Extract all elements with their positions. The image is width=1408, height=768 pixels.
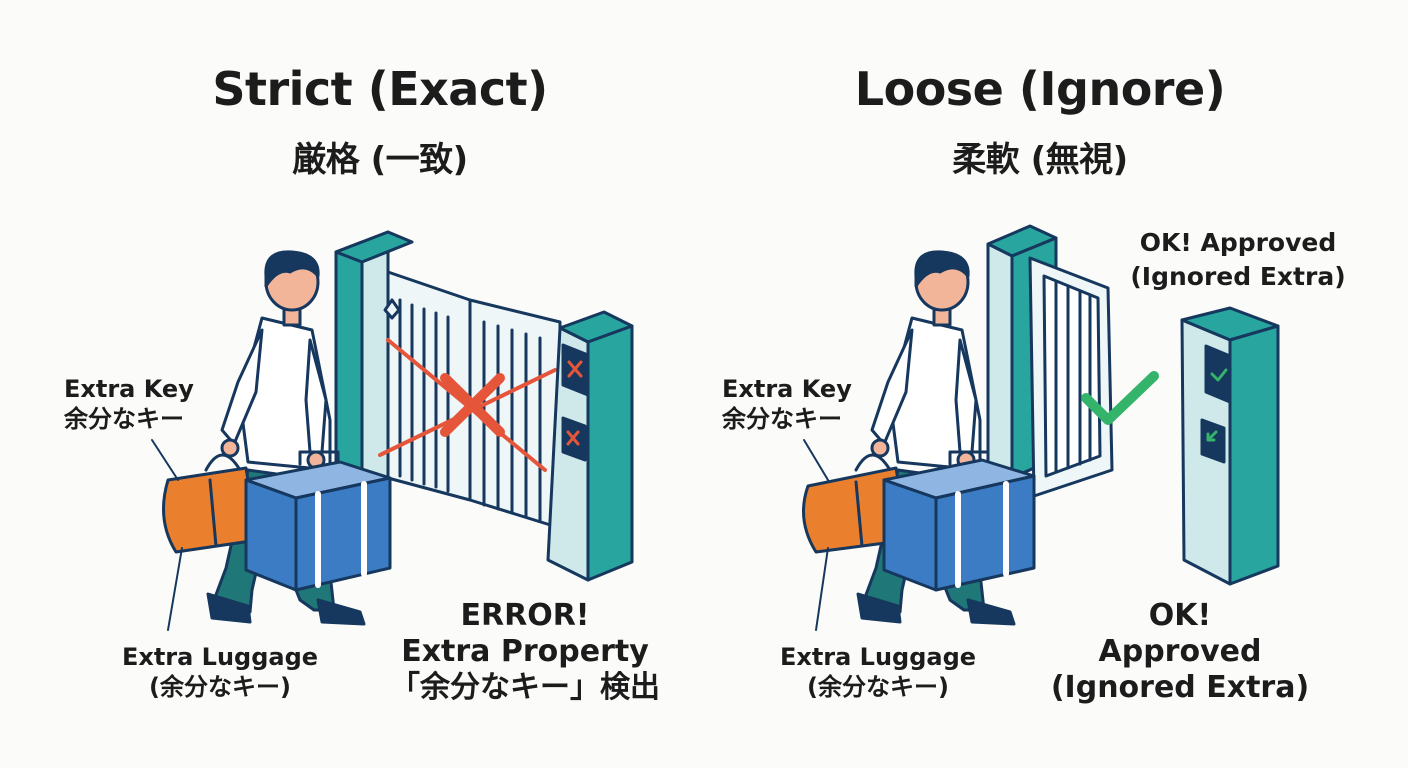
- cross-icon: [378, 338, 557, 472]
- loose-extra-key-label: Extra Key 余分なキー: [722, 374, 852, 434]
- strict-luggage-jp: (余分なキー): [149, 673, 291, 701]
- strict-illustration: [151, 230, 634, 631]
- strict-error-line2: Extra Property: [401, 634, 649, 669]
- loose-luggage-en: Extra Luggage: [779, 643, 977, 671]
- loose-illustration: [802, 224, 1280, 631]
- loose-extra-key-en: Extra Key: [722, 375, 852, 403]
- loose-ok-line3: (Ignored Extra): [1050, 670, 1310, 705]
- loose-ok-message: OK! Approved (Ignored Extra): [1040, 598, 1320, 706]
- loose-scanner: [1180, 306, 1280, 586]
- strict-extra-key-jp: 余分なキー: [64, 405, 184, 433]
- strict-title-jp: 厳格 (一致): [292, 140, 468, 180]
- loose-title-jp: 柔軟 (無視): [952, 140, 1128, 180]
- loose-title: Loose (Ignore): [854, 62, 1226, 116]
- strict-error-line1: ERROR!: [460, 598, 590, 633]
- strict-scanner: [546, 310, 634, 582]
- strict-error-message: ERROR! Extra Property 「余分なキー」検出: [380, 598, 670, 706]
- strict-error-line3: 「余分なキー」検出: [390, 670, 660, 705]
- check-icon: [1081, 371, 1159, 425]
- loose-extra-key-jp: 余分なキー: [722, 405, 842, 433]
- strict-extra-key-en: Extra Key: [64, 375, 194, 403]
- strict-gate-pillar: [334, 230, 414, 522]
- loose-luggage-label: Extra Luggage (余分なキー): [758, 642, 998, 702]
- loose-blue-case: [882, 450, 1036, 592]
- loose-luggage-jp: (余分なキー): [807, 673, 949, 701]
- loose-top-ok-line2: (Ignored Extra): [1130, 262, 1346, 291]
- loose-gate-open: [1028, 256, 1114, 498]
- strict-extra-key-label: Extra Key 余分なキー: [64, 374, 194, 434]
- loose-top-ok-line1: OK! Approved: [1139, 228, 1337, 257]
- strict-blue-case: [244, 450, 392, 592]
- strict-luggage-label: Extra Luggage (余分なキー): [100, 642, 340, 702]
- strict-luggage-en: Extra Luggage: [121, 643, 319, 671]
- strict-orange-bag: [162, 453, 260, 554]
- strict-title: Strict (Exact): [212, 62, 548, 116]
- loose-top-ok-label: OK! Approved (Ignored Extra): [1118, 226, 1358, 294]
- loose-ok-line2: Approved: [1098, 634, 1262, 669]
- loose-ok-line1: OK!: [1148, 598, 1212, 633]
- loose-orange-bag: [802, 453, 910, 554]
